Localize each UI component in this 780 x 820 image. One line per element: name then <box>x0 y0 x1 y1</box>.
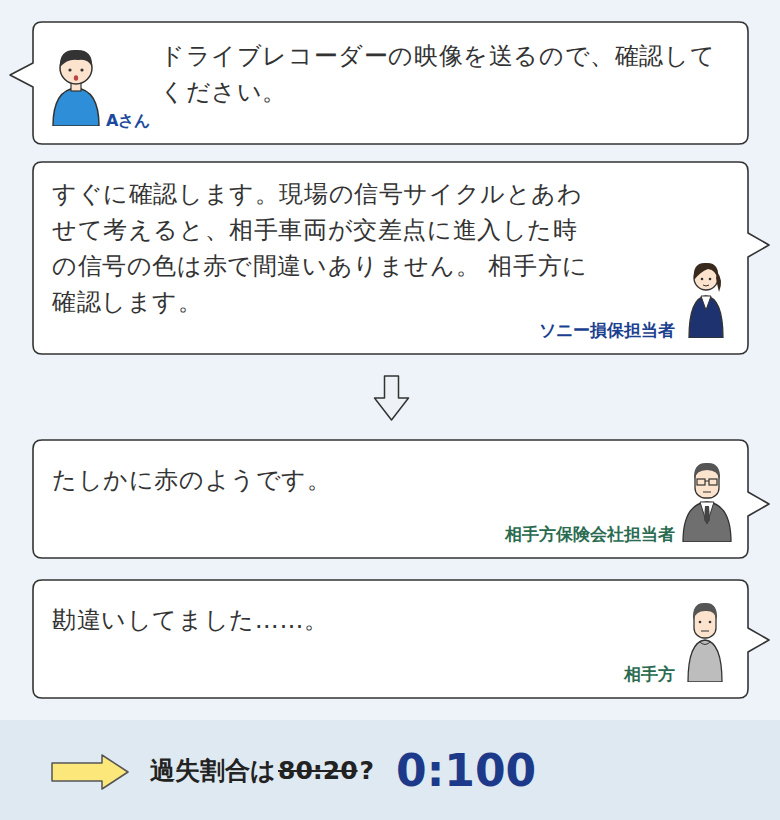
bubble-shape <box>33 440 769 558</box>
ratio-value: 0:100 <box>396 745 536 796</box>
bubble-shape <box>10 22 748 144</box>
speech-text: すぐに確認します。現場の信号サイクルとあわせて考えると、相手車両が交差点に進入し… <box>52 162 597 320</box>
speaker-name: 相手方 <box>624 663 675 686</box>
bubble-shape <box>33 162 769 354</box>
speech-bubble: たしかに赤のようです。相手方保険会社担当者 <box>33 440 748 558</box>
person-icon <box>686 250 726 338</box>
speaker-name: ソニー損保担当者 <box>539 319 675 342</box>
flow-arrow <box>375 376 409 420</box>
old-ratio: 80:20 <box>278 756 358 785</box>
person-icon <box>48 40 104 126</box>
person-icon <box>685 594 725 682</box>
speech-text: ドライブレコーダーの映像を送るので、確認してください。 <box>160 22 735 110</box>
speaker-name: Aさん <box>106 111 150 132</box>
speech-bubble: すぐに確認します。現場の信号サイクルとあわせて考えると、相手車両が交差点に進入し… <box>33 162 748 354</box>
person-icon <box>680 454 734 542</box>
ratio-label: ? <box>360 756 375 785</box>
speech-bubble: 勘違いしてました……。相手方 <box>33 580 748 698</box>
speaker-name: 相手方保険会社担当者 <box>505 523 675 546</box>
result-band: 過失割合は80:20? 0:100 <box>0 720 780 820</box>
bubble-shape <box>33 580 769 698</box>
speech-text: たしかに赤のようです。 <box>52 440 612 498</box>
speech-text: 勘違いしてました……。 <box>52 580 612 638</box>
yellow-arrow <box>50 753 130 791</box>
speech-bubble: ドライブレコーダーの映像を送るので、確認してください。 Aさん <box>33 22 748 144</box>
ratio-label: 過失割合は <box>150 754 276 787</box>
